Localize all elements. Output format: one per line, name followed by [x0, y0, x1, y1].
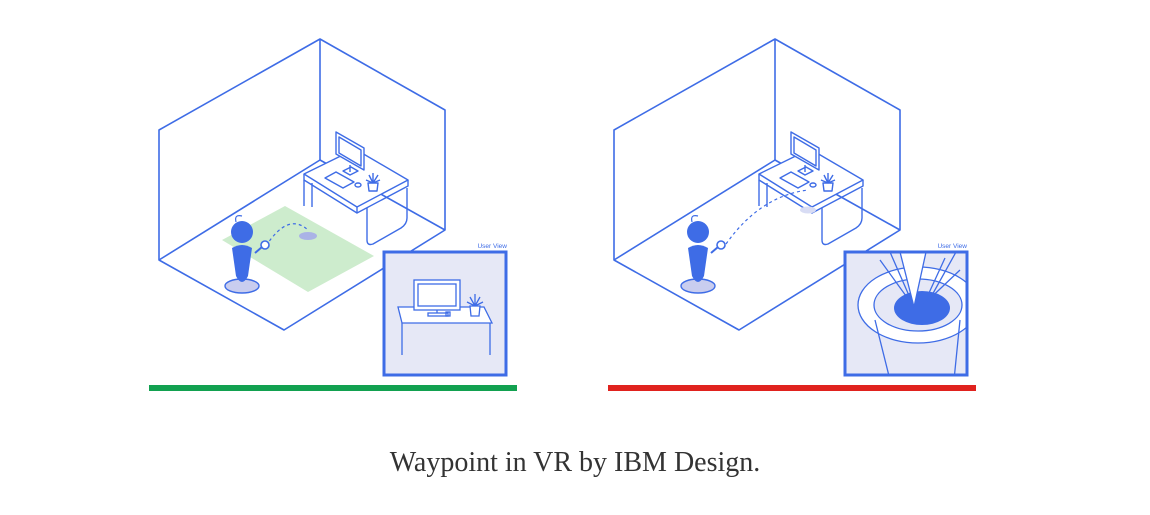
left-room-scene [158, 38, 446, 331]
left-inset-label: User View [477, 243, 507, 250]
teleport-area [222, 206, 374, 292]
waypoint-marker [299, 232, 317, 240]
teleport-arc [725, 189, 809, 245]
left-user-view-inset [382, 250, 508, 377]
incorrect-indicator-bar [608, 385, 976, 391]
figure-caption: Waypoint in VR by IBM Design. [389, 447, 761, 478]
desk [303, 131, 409, 246]
waypoint-illustration: User View User View [158, 38, 969, 377]
teleport-arc [265, 223, 309, 247]
right-user-view-inset [843, 250, 969, 377]
right-room-scene [613, 38, 901, 331]
correct-indicator-bar [149, 385, 517, 391]
right-inset-label: User View [937, 243, 967, 250]
waypoint-marker [800, 206, 816, 214]
